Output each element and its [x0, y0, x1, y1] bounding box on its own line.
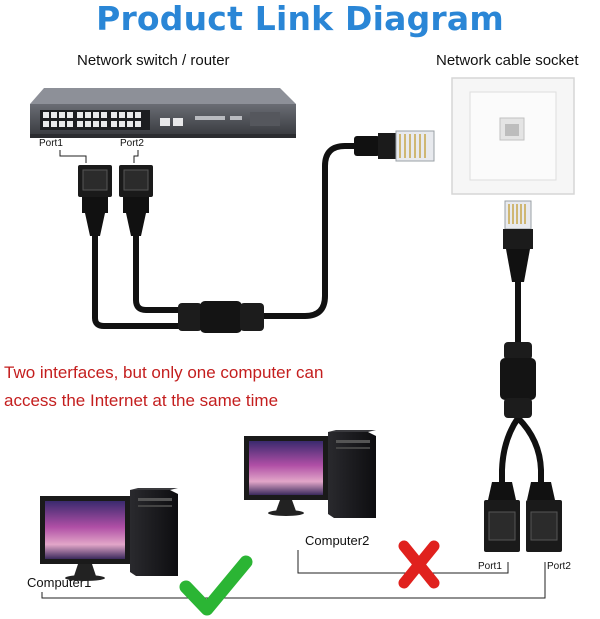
computer2-icon [244, 430, 376, 518]
wall-socket-icon [451, 77, 575, 195]
splitter-port2-label: Port2 [547, 561, 571, 572]
rj45-plug-right [503, 200, 533, 282]
splitter-switch-plug-1 [78, 165, 112, 236]
splitter-switch-plug-2 [119, 165, 153, 236]
left-splitter-cables [92, 143, 379, 329]
switch-label: Network switch / router [77, 52, 230, 69]
red-x-icon [398, 540, 440, 589]
splitter-port-1-icon [484, 482, 520, 552]
rj45-plug-top [354, 130, 435, 162]
warning-text: Two interfaces, but only one computer ca… [4, 363, 324, 410]
right-splitter-cables [499, 279, 544, 485]
switch-port2-label: Port2 [120, 138, 144, 149]
splitter-port-2-icon [526, 482, 562, 552]
switch-port1-label: Port1 [39, 138, 63, 149]
connection-lines [41, 550, 546, 599]
computer2-label: Computer2 [305, 533, 370, 548]
switch-port-brackets [59, 150, 139, 163]
right-splitter-junction [500, 342, 536, 418]
green-check-icon [179, 555, 253, 616]
splitter-port1-label: Port1 [478, 561, 502, 572]
diagram-title: Product Link Diagram [96, 0, 504, 38]
socket-label: Network cable socket [436, 52, 579, 69]
computer1-icon [40, 488, 178, 581]
network-switch-icon [30, 88, 296, 138]
left-splitter-junction [178, 301, 264, 333]
